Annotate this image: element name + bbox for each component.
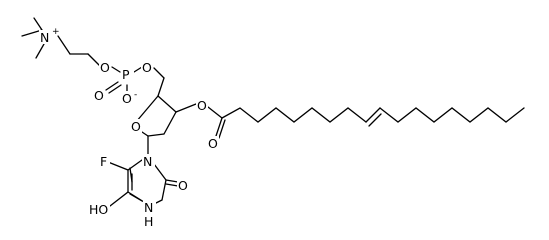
bond-lines xyxy=(21,17,525,207)
p-label: P xyxy=(122,67,130,82)
o-ester-carbonyl-label: O xyxy=(208,136,218,151)
o-c2-label: O xyxy=(178,178,188,193)
h3-label: H xyxy=(144,214,153,229)
n1-label: N xyxy=(143,154,152,169)
o-p-minus-charge: - xyxy=(134,90,137,100)
n-plus-label: N xyxy=(40,30,49,45)
ho-label: HO xyxy=(89,202,108,217)
n3-label: N xyxy=(144,200,153,215)
o-ring-label: O xyxy=(131,119,141,134)
o-3prime-label: O xyxy=(197,98,207,113)
atom-labels: N + O P O O - O O O O N N H O F HO xyxy=(39,27,219,229)
n-plus-charge: + xyxy=(52,27,60,37)
f-label: F xyxy=(100,154,107,169)
o-choline-label: O xyxy=(100,60,110,75)
o-5prime-label: O xyxy=(142,60,152,75)
o-p-double-label: O xyxy=(94,88,104,103)
o-p-minus-label: O xyxy=(122,91,132,106)
